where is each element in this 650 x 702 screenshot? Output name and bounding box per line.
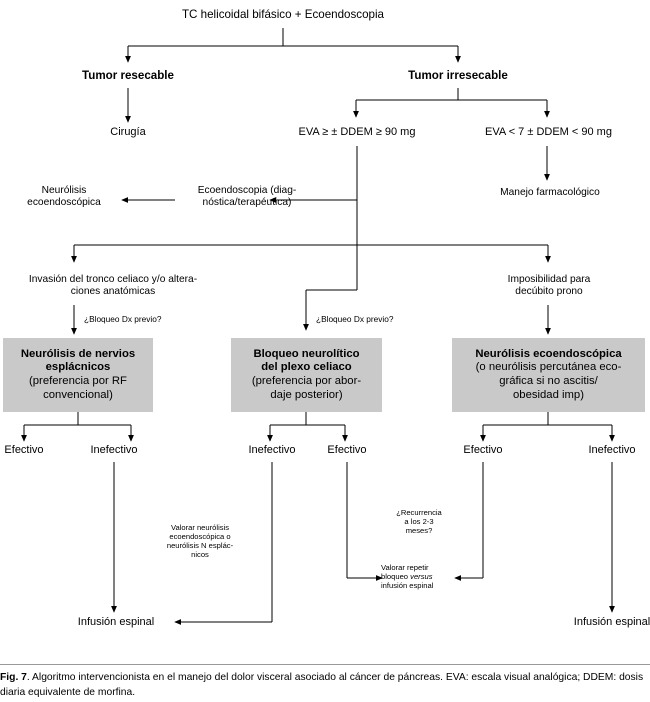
outcome-label-5: Efectivo bbox=[463, 444, 503, 456]
box-neurolisis-ecoendoscopica[interactable]: Neurólisis ecoendoscópica (o neurólisis … bbox=[452, 338, 645, 412]
node-tumor-resecable: Tumor resecable bbox=[82, 69, 174, 82]
node-tumor-irresecable: Tumor irresecable bbox=[408, 69, 508, 82]
note-recurrencia: ¿Recurrencia a los 2-3 meses? bbox=[396, 508, 442, 535]
node-imposibilidad-decubito-prono: Imposibilidad para decúbito prono bbox=[507, 274, 591, 298]
figure-caption-text: . Algoritmo intervencionista en el manej… bbox=[0, 672, 644, 698]
node-manejo-farmacologico: Manejo farmacológico bbox=[500, 187, 600, 198]
box-subline: (o neurólisis percutánea eco- gráfica si… bbox=[475, 361, 622, 401]
outcome-label-3: Inefectivo bbox=[248, 444, 296, 456]
note-valorar-repetir: Valorar repetir bloqueo versus infusión … bbox=[381, 563, 457, 591]
node-neurolisis-ecoendoscopica-top: Neurólisis ecoendoscópica bbox=[27, 185, 101, 209]
label-bloqueo-dx-previo-left: ¿Bloqueo Dx previo? bbox=[84, 314, 162, 324]
box-bloqueo-neurolitico-plexo-celiaco[interactable]: Bloqueo neurolítico del plexo celiaco (p… bbox=[231, 338, 382, 412]
box-headline: Bloqueo neurolítico del plexo celiaco bbox=[253, 347, 360, 374]
node-root: TC helicoidal bifásico + Ecoendoscopia bbox=[181, 8, 385, 21]
node-invasion-tronco-celiaco: Invasión del tronco celiaco y/o altera- … bbox=[28, 274, 198, 298]
note-valorar-neurolisis: Valorar neurólisis ecoendoscópica o neur… bbox=[166, 523, 234, 559]
outcome-label-4: Efectivo bbox=[327, 444, 367, 456]
note-line-2a: bloqueo bbox=[381, 571, 411, 581]
box-neurolisis-nervios-esplacnicos[interactable]: Neurólisis de nervios esplácnicos (prefe… bbox=[3, 338, 153, 412]
box-headline: Neurólisis de nervios esplácnicos bbox=[20, 347, 136, 374]
terminal-infusion-espinal-right: Infusión espinal bbox=[573, 616, 650, 628]
note-line-3: infusión espinal bbox=[381, 580, 434, 590]
outcome-label-2: Inefectivo bbox=[90, 444, 138, 456]
outcome-label-6: Inefectivo bbox=[588, 444, 636, 456]
box-subline: (preferencia por RF convencional) bbox=[29, 375, 127, 401]
label-bloqueo-dx-previo-middle: ¿Bloqueo Dx previo? bbox=[316, 314, 394, 324]
box-headline: Neurólisis ecoendoscópica bbox=[475, 347, 622, 360]
terminal-infusion-espinal-left: Infusión espinal bbox=[77, 616, 155, 628]
figure-caption: Fig. 7. Algoritmo intervencionista en el… bbox=[0, 664, 650, 701]
node-cirugia: Cirugía bbox=[110, 126, 146, 138]
note-line-2b-versus: versus bbox=[410, 571, 433, 581]
node-ecoendoscopia-diagnostica: Ecoendoscopia (diag- nóstica/terapéutica… bbox=[197, 185, 297, 209]
box-subline: (preferencia por abor- daje posterior) bbox=[251, 375, 362, 401]
figure-number: Fig. 7 bbox=[0, 672, 27, 683]
node-eva-baja: EVA < 7 ± DDEM < 90 mg bbox=[485, 126, 612, 138]
outcome-label-1: Efectivo bbox=[4, 444, 44, 456]
node-eva-alta: EVA ≥ ± DDEM ≥ 90 mg bbox=[298, 126, 416, 138]
note-line-1: Valorar repetir bbox=[381, 563, 429, 572]
